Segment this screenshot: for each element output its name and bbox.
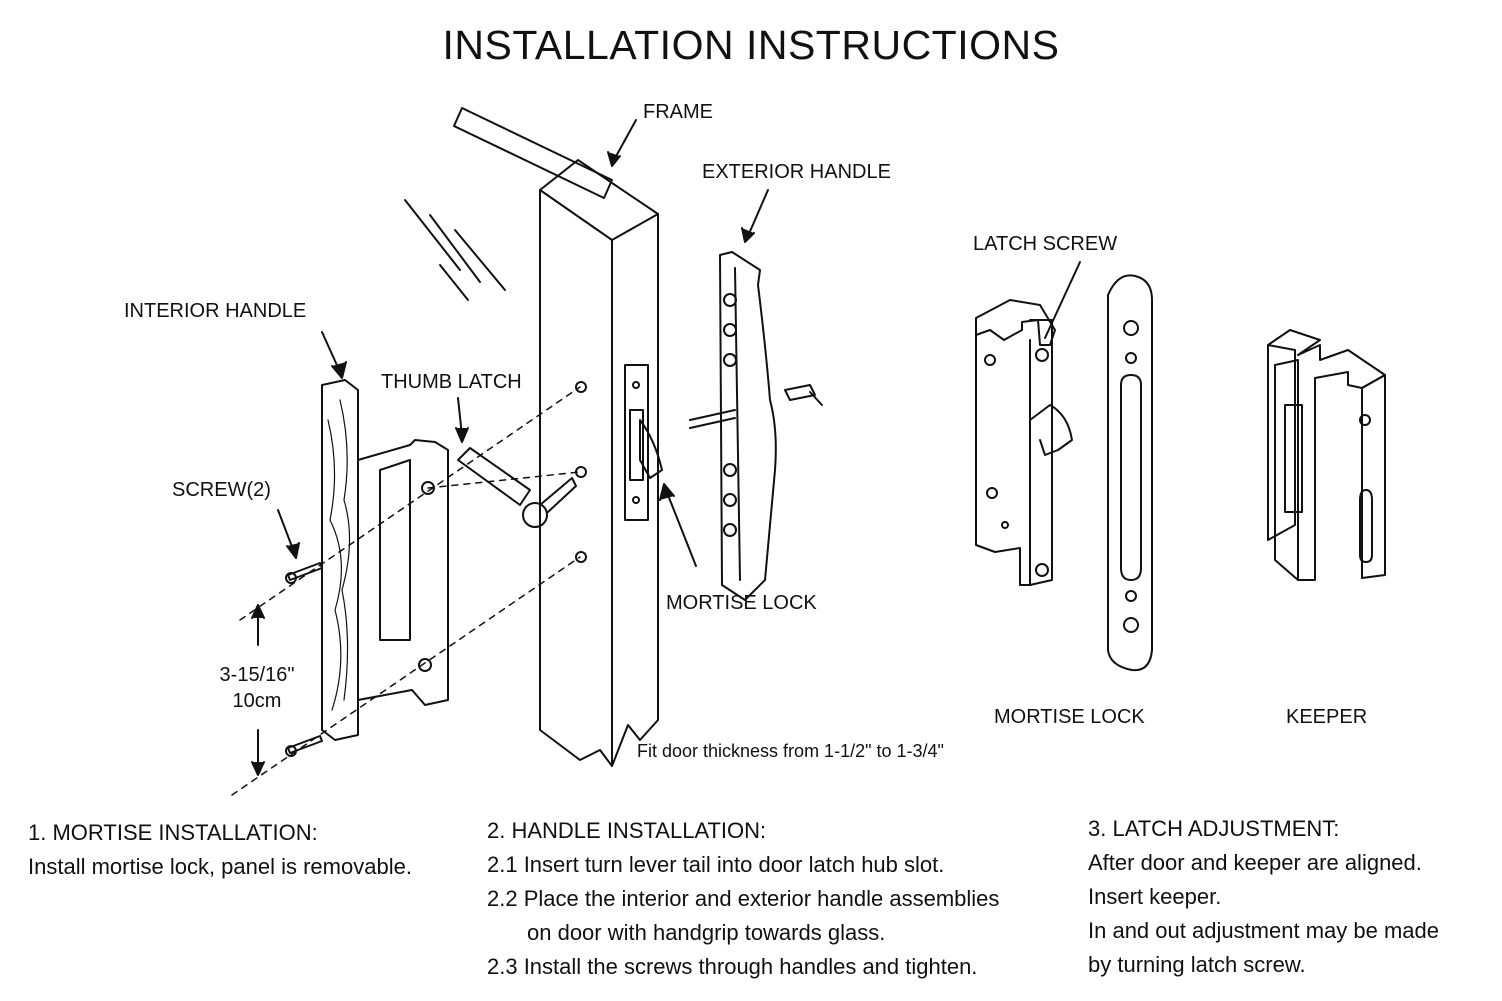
mortise-lock-detail-part	[975, 299, 1073, 586]
label-thumb-latch: THUMB LATCH	[381, 371, 522, 393]
label-exterior-handle: EXTERIOR HANDLE	[702, 161, 891, 183]
instruction-step-2: 2. HANDLE INSTALLATION: 2.1 Insert turn …	[487, 814, 999, 984]
door-frame	[539, 159, 659, 767]
step-3-line: After door and keeper are aligned.	[1088, 850, 1422, 875]
label-keeper: KEEPER	[1286, 706, 1368, 728]
instruction-step-3: 3. LATCH ADJUSTMENT: After door and keep…	[1088, 812, 1439, 982]
leader-lines	[277, 119, 1081, 567]
step-3-line: Insert keeper.	[1088, 884, 1222, 909]
step-2-1: 2.1 Insert turn lever tail into door lat…	[487, 852, 945, 877]
label-frame: FRAME	[643, 101, 713, 123]
step-3-line: by turning latch screw.	[1088, 952, 1306, 977]
glass-panel	[404, 107, 613, 301]
step-3-heading: 3. LATCH ADJUSTMENT:	[1088, 816, 1340, 841]
thumb-latch-part	[457, 447, 577, 528]
keeper-part	[1267, 329, 1386, 581]
interior-handle-part	[321, 379, 449, 741]
mortise-hook-main	[639, 419, 663, 479]
step-2-heading: 2. HANDLE INSTALLATION:	[487, 818, 767, 843]
exterior-handle-part	[689, 251, 823, 601]
page-title: INSTALLATION INSTRUCTIONS	[442, 22, 1060, 68]
label-fit-note: Fit door thickness from 1-1/2" to 1-3/4"	[637, 741, 944, 761]
label-latch-screw: LATCH SCREW	[973, 233, 1118, 255]
step-1-heading: 1. MORTISE INSTALLATION:	[28, 820, 318, 845]
step-2-2-continued: on door with handgrip towards glass.	[527, 920, 886, 945]
label-dimension-imperial: 3-15/16"	[219, 664, 295, 686]
screws	[285, 562, 323, 757]
instruction-step-1: 1. MORTISE INSTALLATION: Install mortise…	[28, 816, 412, 884]
label-dimension-metric: 10cm	[232, 690, 282, 712]
step-2-2: 2.2 Place the interior and exterior hand…	[487, 886, 1000, 911]
dimension-arrows	[251, 604, 265, 776]
step-2-3: 2.3 Install the screws through handles a…	[487, 954, 978, 979]
label-interior-handle: INTERIOR HANDLE	[124, 300, 307, 322]
label-mortise-lock-main: MORTISE LOCK	[666, 592, 817, 614]
alignment-lines	[231, 386, 581, 796]
faceplate-part	[1107, 274, 1153, 672]
step-3-line: In and out adjustment may be made	[1088, 918, 1439, 943]
step-1-line: Install mortise lock, panel is removable…	[28, 854, 412, 879]
label-mortise-lock-detail: MORTISE LOCK	[994, 706, 1145, 728]
label-screw: SCREW(2)	[172, 479, 271, 501]
